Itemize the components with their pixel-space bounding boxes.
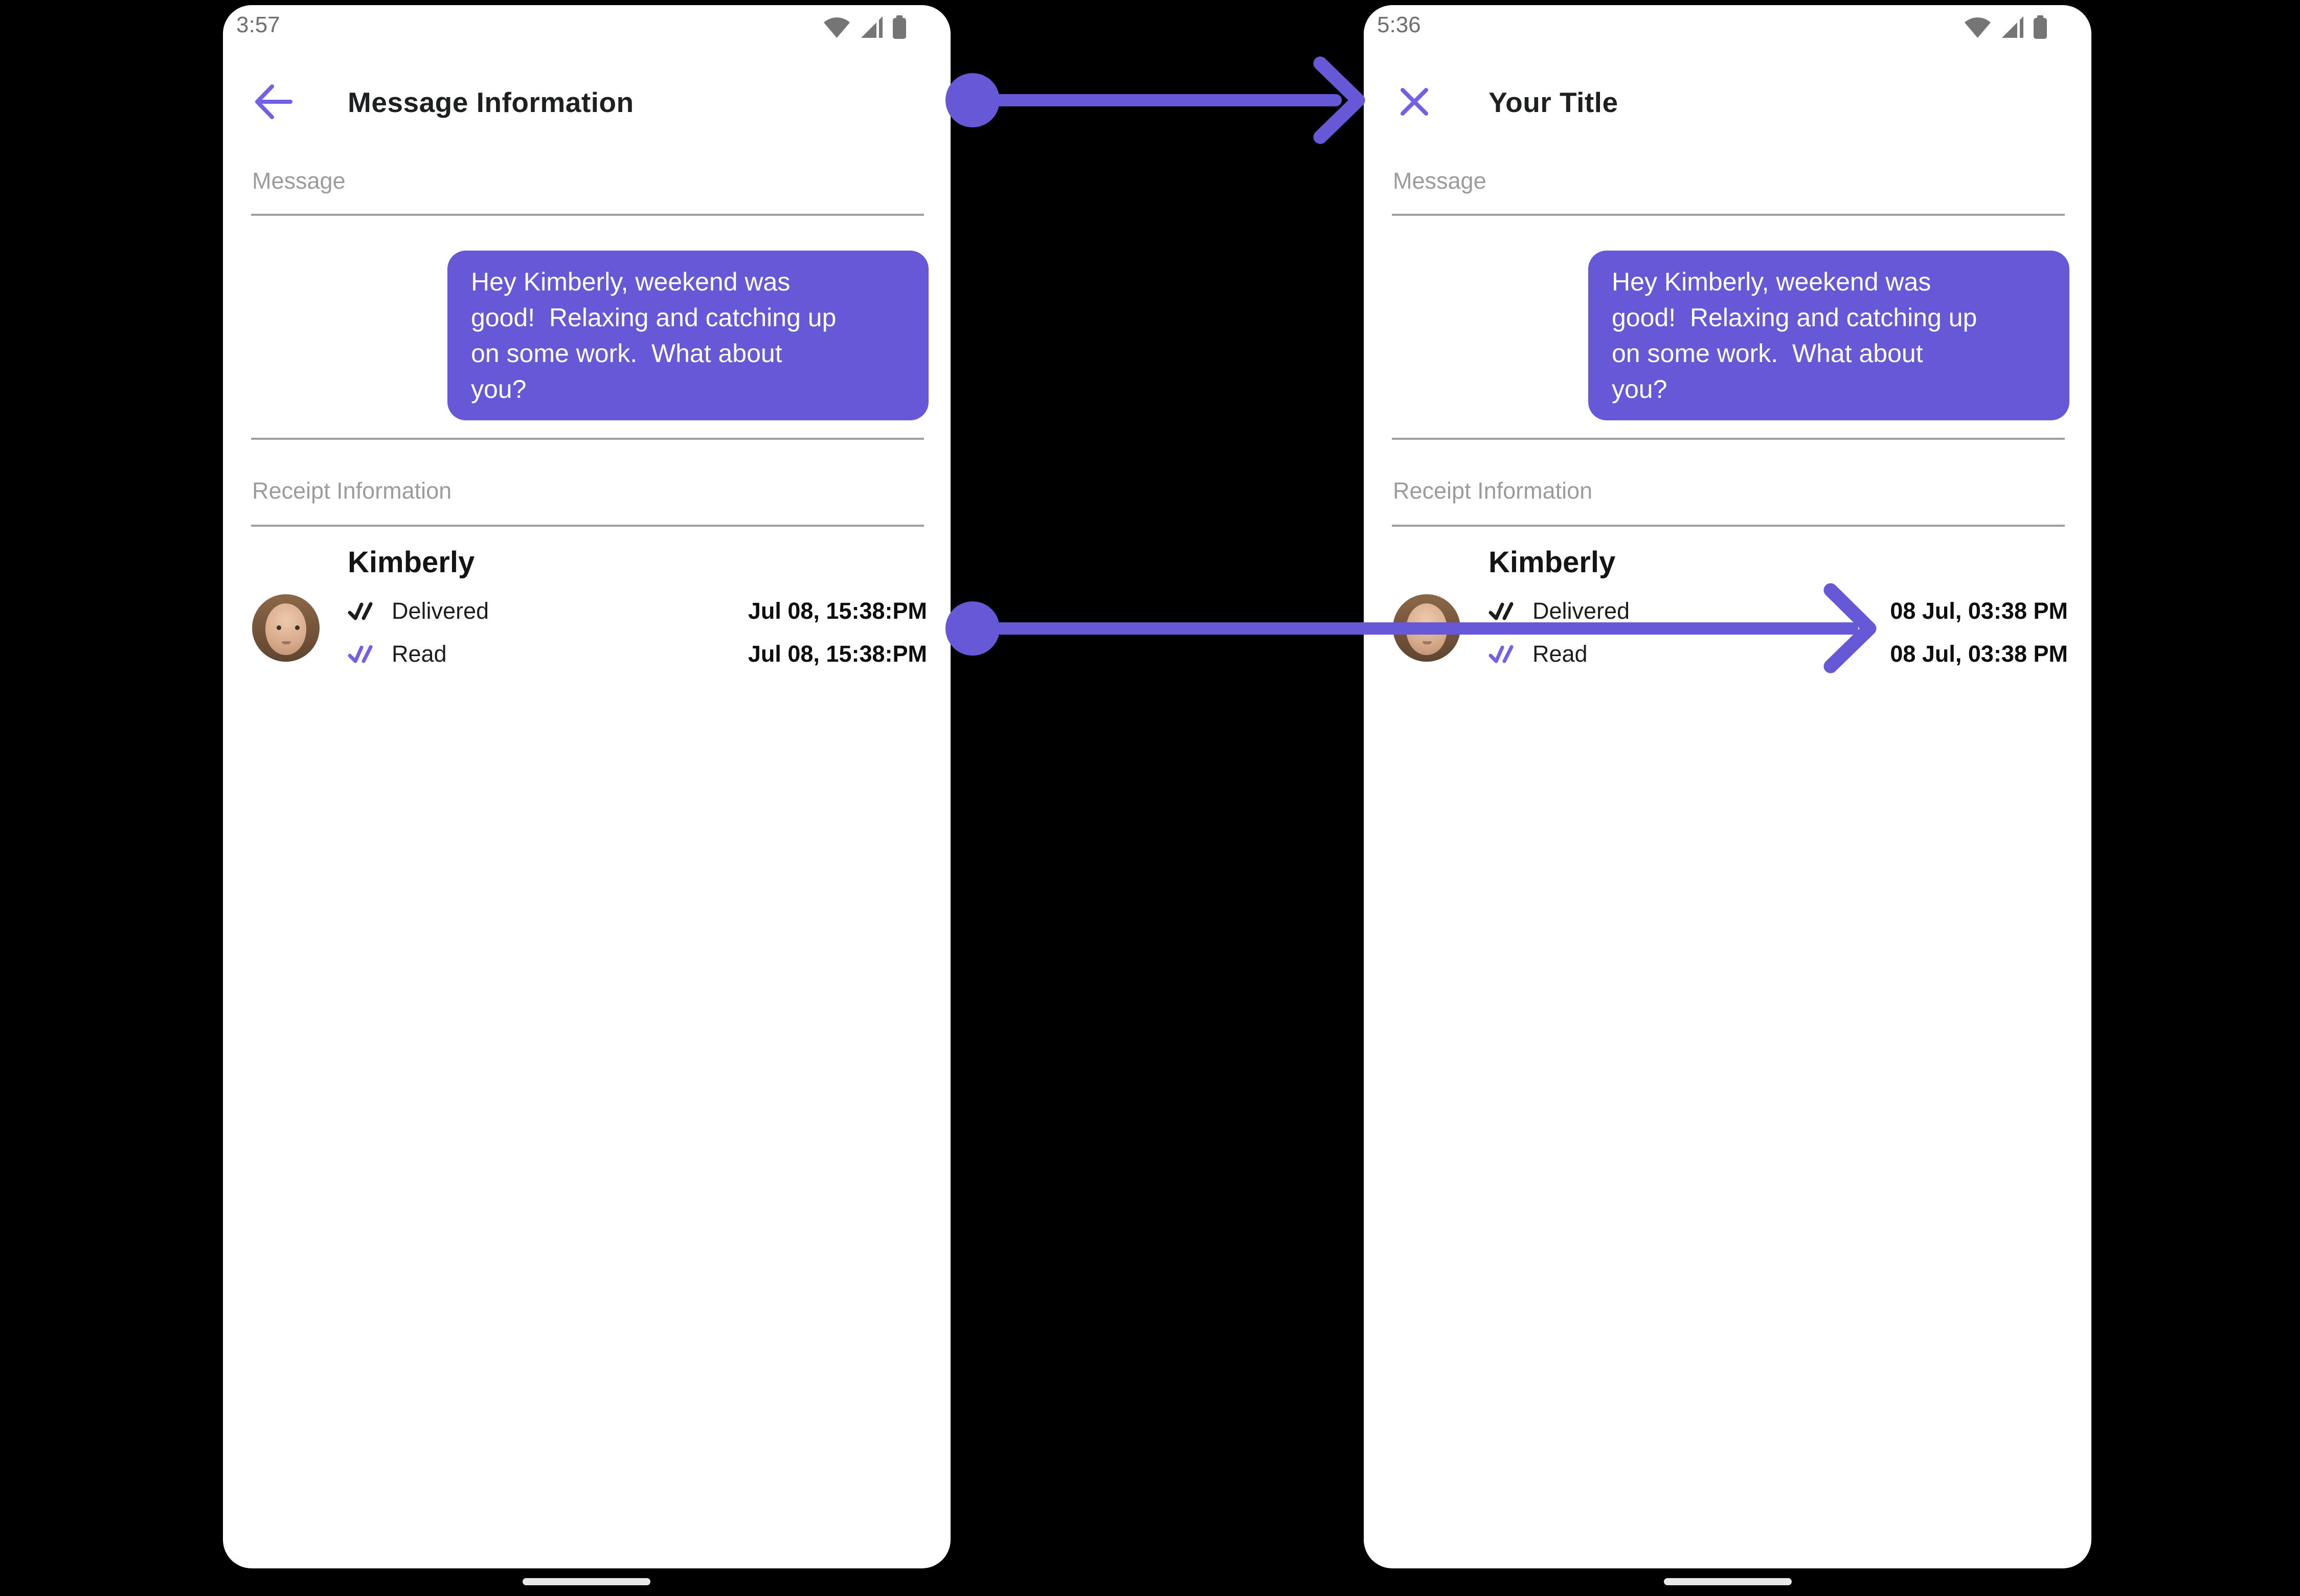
divider <box>251 214 924 216</box>
row-timestamp: 08 Jul, 03:38 PM <box>1890 598 2068 624</box>
battery-icon <box>2033 15 2047 39</box>
page-title: Your Title <box>1489 86 1618 118</box>
row-status-label: Delivered <box>1532 598 1630 624</box>
delivered-check-icon <box>1489 601 1518 621</box>
home-indicator[interactable] <box>1664 1578 1792 1585</box>
annotation-arrow-header <box>945 56 1365 144</box>
header-bar: Your Title <box>1364 81 2091 124</box>
receipt-row-read: Read 08 Jul, 03:38 PM <box>1489 637 2068 671</box>
row-status-label: Read <box>1532 641 1588 667</box>
read-check-icon <box>348 644 377 664</box>
divider <box>251 525 924 527</box>
receipt-row-delivered: Delivered 08 Jul, 03:38 PM <box>1489 594 2068 628</box>
header-bar: Message Information <box>223 81 951 124</box>
home-indicator[interactable] <box>523 1578 650 1585</box>
phone-screen-after: 5:36 Your Title Message Hey Kimberly, we… <box>1364 5 2091 1568</box>
row-timestamp: Jul 08, 15:38:PM <box>748 641 927 667</box>
status-icons <box>822 15 907 39</box>
wifi-icon <box>1963 16 1992 38</box>
row-timestamp: 08 Jul, 03:38 PM <box>1890 641 2068 667</box>
contact-name: Kimberly <box>348 546 475 579</box>
status-time: 5:36 <box>1377 12 1421 37</box>
wifi-icon <box>822 16 851 38</box>
divider <box>1392 438 2065 440</box>
row-timestamp: Jul 08, 15:38:PM <box>748 598 927 624</box>
status-icons <box>1963 15 2047 39</box>
row-status-label: Delivered <box>392 598 489 624</box>
receipt-row-read: Read Jul 08, 15:38:PM <box>348 637 927 671</box>
avatar <box>1393 594 1460 662</box>
contact-name: Kimberly <box>1489 546 1616 579</box>
message-bubble: Hey Kimberly, weekend was good! Relaxing… <box>447 251 929 420</box>
section-label-message: Message <box>1393 168 1486 194</box>
section-label-receipt: Receipt Information <box>252 478 452 504</box>
section-label-receipt: Receipt Information <box>1393 478 1593 504</box>
divider <box>251 438 924 440</box>
close-button[interactable] <box>1393 81 1436 124</box>
back-button[interactable] <box>252 81 295 124</box>
divider <box>1392 214 2065 216</box>
read-check-icon <box>1489 644 1518 664</box>
cell-signal-icon <box>861 16 883 38</box>
phone-screen-before: 3:57 Message Information Message Hey Kim… <box>223 5 951 1568</box>
page-title: Message Information <box>348 86 634 118</box>
receipt-row-delivered: Delivered Jul 08, 15:38:PM <box>348 594 927 628</box>
close-icon <box>1399 86 1430 119</box>
delivered-check-icon <box>348 601 377 621</box>
section-label-message: Message <box>252 168 346 194</box>
row-status-label: Read <box>392 641 447 667</box>
battery-icon <box>892 15 907 39</box>
cell-signal-icon <box>2001 16 2024 38</box>
status-time: 3:57 <box>236 12 280 37</box>
divider <box>1392 525 2065 527</box>
back-arrow-icon <box>253 81 295 124</box>
message-bubble: Hey Kimberly, weekend was good! Relaxing… <box>1588 251 2069 420</box>
avatar <box>252 594 320 662</box>
